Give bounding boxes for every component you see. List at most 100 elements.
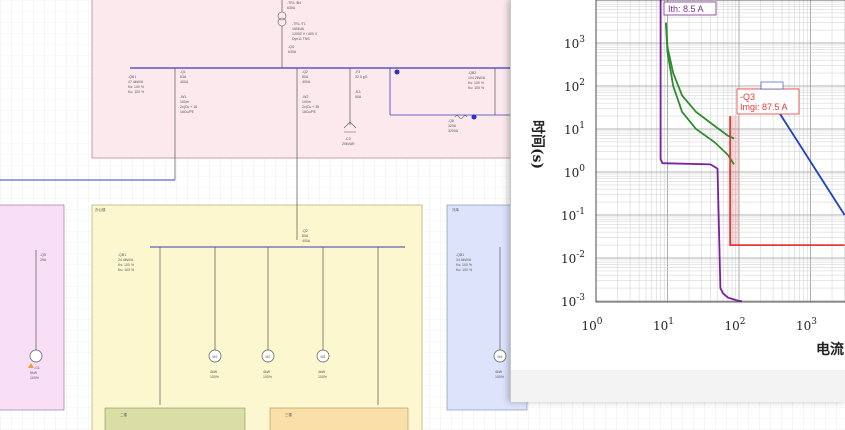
feeder-text: 2x(Cu + 16 — [180, 105, 197, 109]
left-load-pct: 100% — [30, 376, 39, 380]
junction-dot — [394, 69, 400, 75]
right-sum: Ks: 100 % — [456, 263, 472, 267]
left-feeder-label: -Q5 — [40, 253, 46, 257]
right-sum: -QB1 — [456, 253, 464, 257]
office-sum: Ku: 100 % — [118, 268, 134, 272]
feeder-text: 80A — [302, 75, 309, 79]
feeder-label: -Q8 — [448, 119, 454, 123]
feeder-label: -Q2 — [302, 70, 308, 74]
annotation-ith-text: Ith: 8.5 A — [668, 4, 704, 14]
breaker-label: -QS — [288, 45, 295, 49]
sub-panel-2-title: 三楼 — [285, 412, 293, 417]
annotation-ith[interactable]: Ith: 8.5 A — [663, 1, 717, 16]
feeder-text: 400A — [302, 80, 311, 84]
annotation-q3-value: Imgi: 87.5 A — [740, 102, 788, 112]
panel-main-distribution[interactable] — [91, 0, 513, 159]
sub-panel-1-title: 二楼 — [120, 412, 127, 417]
feeder-text: 63A — [180, 75, 187, 79]
office-incomer-label: -Q2 — [302, 229, 308, 233]
transformer-sub1: -TR1 /T1 — [292, 22, 306, 26]
transformer-title: -TR1 /B4 — [287, 1, 301, 5]
x-axis-label: 电流 — [816, 341, 844, 358]
warning-icon — [28, 363, 34, 368]
feeder-text: 32 A gG — [355, 75, 368, 79]
right-sum: 34.5kW/A — [456, 258, 472, 262]
office-incomer-val2: 400A — [302, 239, 311, 243]
panel-office[interactable] — [91, 204, 423, 430]
annotation-q3[interactable]: -Q3 Imgi: 87.5 A — [736, 88, 800, 115]
panel-left[interactable] — [0, 204, 65, 411]
motor-kw: 4kW — [495, 370, 503, 374]
feeder-label: -QB2 — [468, 71, 476, 75]
motor-name: M3 — [321, 355, 326, 359]
feeder-text: -K3 — [355, 90, 361, 94]
motor-pct: 100% — [263, 375, 272, 379]
tcc-curve-2[interactable] — [665, 22, 735, 165]
feeder-text: 320A — [448, 124, 457, 128]
motor-pct: 100% — [210, 375, 219, 379]
feeder-text: 20kVAR — [342, 142, 355, 146]
generator-icon[interactable] — [29, 349, 43, 363]
capacitor-icon — [343, 121, 357, 133]
feeder-text: -C3 — [345, 137, 351, 141]
junction-dot — [471, 114, 477, 120]
feeder-label: -Q1 — [180, 70, 186, 74]
sub-panel-1[interactable] — [104, 407, 246, 430]
feeder-text: 16Cu/PE — [302, 110, 317, 114]
tcc-status-bar — [511, 370, 845, 402]
transformer-sub3: 10000 V / 400 V — [292, 32, 318, 36]
coil-icon — [454, 115, 468, 119]
motor-kw: 4kW — [210, 370, 218, 374]
motor-M2[interactable]: M2 4kW 100% — [261, 349, 275, 379]
feeder-text: 400A — [180, 80, 189, 84]
blue-marker[interactable] — [760, 81, 784, 90]
office-sum: 24.4kW/A — [118, 258, 134, 262]
feeder-text: 3200A — [448, 129, 459, 133]
feeder-label: -F3 — [355, 70, 360, 74]
motor-name: M2 — [266, 355, 271, 359]
right-sum: Ku: 100 % — [456, 268, 472, 272]
feeder-text: Ku: 100 % — [128, 90, 144, 94]
breaker-value: 630A — [288, 50, 297, 54]
transformer-rating: 630A — [287, 6, 296, 10]
feeder-label: -QB1 — [128, 75, 136, 79]
transformer[interactable]: -TR1 /B4 630A -TR1 /T1 160kVA 10000 V / … — [277, 0, 318, 68]
tcc-curve-1[interactable] — [665, 22, 735, 140]
tcc-curve-4[interactable] — [772, 102, 845, 216]
feeder-text: 50A — [355, 95, 362, 99]
feeder-text: 47.4kW/A — [128, 80, 144, 84]
sub-panel-2[interactable] — [269, 407, 409, 430]
tcc-curve-3[interactable] — [729, 116, 845, 247]
plot-frame — [595, 0, 845, 303]
motor-M1[interactable]: M1 4kW 100% — [208, 349, 222, 379]
motor-kw: 4kW — [263, 370, 271, 374]
left-load-val: 5kW — [30, 371, 38, 375]
feeder-text: -W2 — [302, 95, 308, 99]
motor-name: M4 — [498, 355, 503, 359]
motor-M3[interactable]: M3 4kW 100% — [316, 349, 330, 379]
office-sum: -QB1 — [118, 253, 126, 257]
feeder-text: 100m — [180, 100, 189, 104]
motor-kw: 4kW — [318, 370, 326, 374]
motor-name: M1 — [213, 355, 218, 359]
feeder-text: 104.2kW/A — [468, 76, 486, 80]
y-axis-label: 时间(s) — [529, 120, 546, 169]
transformer-sub4: Dyn11 TNS — [292, 37, 310, 41]
feeder-text: Ku: 100 % — [468, 86, 484, 90]
feeder-text: Ks: 100 % — [468, 81, 484, 85]
q3-band — [730, 116, 739, 246]
left-feeder-val: 25A — [40, 258, 47, 262]
motor-pct: 100% — [495, 375, 504, 379]
office-sum: Ks: 100 % — [118, 263, 134, 267]
office-incomer-val: 80A — [302, 234, 309, 238]
panel-right-title: 冷库 — [452, 207, 460, 212]
tcc-series — [659, 0, 845, 302]
feeder-text: 2x(Cu + 35 — [302, 105, 319, 109]
feeder-text: Ks: 100 % — [128, 85, 144, 89]
tcc-curve-0[interactable] — [659, 0, 742, 302]
annotation-q3-title: -Q3 — [740, 92, 755, 102]
left-load-label: -G1 — [34, 366, 40, 370]
panel-office-title: 办公楼 — [95, 207, 106, 212]
